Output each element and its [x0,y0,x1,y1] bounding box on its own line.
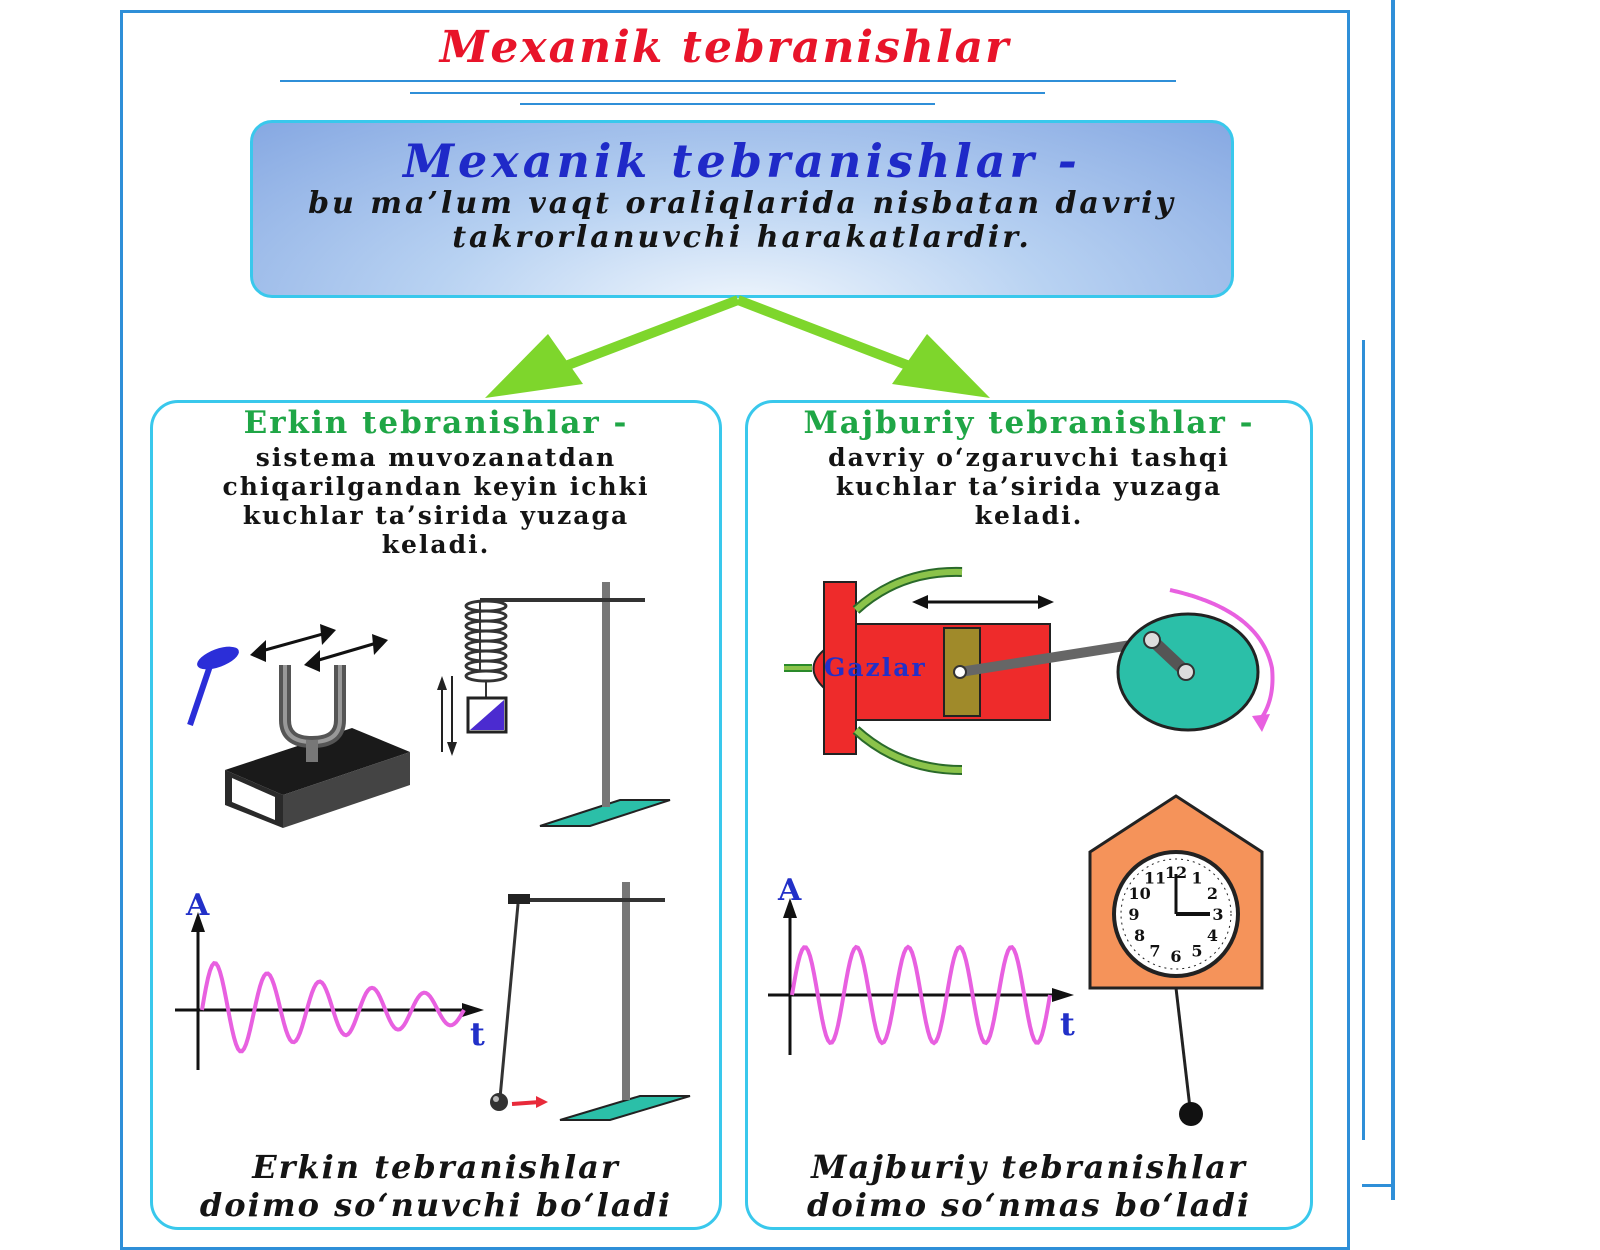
title-underline-2 [410,92,1045,94]
forced-conclusion-line1: Majburiy tebranishlar [811,1148,1247,1186]
right-branch-line [736,295,922,375]
engine-gases-label: Gazlar [824,653,927,682]
clock-number: 10 [1128,884,1150,903]
hammer-icon [187,646,239,726]
damped-oscillation-graph: A t [175,888,485,1070]
frame-edge-line [1391,0,1395,1200]
illustrations: A t Gazlar [175,566,1275,1126]
clock-number: 2 [1207,884,1218,903]
clock-number: 1 [1191,869,1202,888]
forced-graph-x-label: t [1060,1005,1075,1043]
clock-number: 6 [1170,947,1181,966]
definition-title: Mexanik tebranishlar - [403,134,1081,188]
page-title: Mexanik tebranishlar [439,22,1011,73]
damped-wave-line [200,961,466,1054]
branch-arrows [485,295,990,398]
right-arrowhead [892,334,990,398]
forced-oscillations-text: davriy o‘zgaruvchi tashqi kuchlar ta’sir… [828,443,1230,530]
clock-number: 8 [1134,926,1145,945]
clock-number: 5 [1191,941,1202,960]
clock-number: 12 [1165,863,1187,882]
free-oscillations-text: sistema muvozanatdan chiqarilgandan keyi… [222,443,650,559]
tuning-fork-icon [225,624,410,828]
free-graph-x-label: t [470,1015,485,1053]
forced-oscillation-graph: A t [768,873,1075,1055]
title-underline-1 [280,80,1176,82]
free-oscillations-title: Erkin tebranishlar - [243,405,629,441]
clock-number: 11 [1144,869,1166,888]
free-conclusion-line1: Erkin tebranishlar [252,1148,620,1186]
forced-oscillations-panel: Majburiy tebranishlar - davriy o‘zgaruvc… [745,400,1313,1230]
crank-wheel-icon [1116,588,1275,732]
definition-text: bu ma’lum vaqt oraliqlarida nisbatan dav… [308,186,1176,255]
spring-pendulum-icon [437,582,671,827]
frame-inner-edge-line [1362,340,1365,1140]
forced-graph-y-label: A [777,873,802,908]
left-branch-line [553,295,740,375]
clock-number: 4 [1207,926,1218,945]
engine-piston-icon: Gazlar [784,566,1151,775]
clock-number: 9 [1128,905,1139,924]
title-underline-3 [520,103,935,105]
forced-oscillations-title: Majburiy tebranishlar - [803,405,1255,441]
frame-edge-connector [1362,1184,1395,1187]
simple-pendulum-icon [490,882,691,1121]
left-arrowhead [485,334,583,398]
forced-wave-line [790,944,1052,1046]
free-graph-y-label: A [185,888,210,923]
clock-number: 3 [1212,905,1223,924]
clock-number: 7 [1149,941,1160,960]
